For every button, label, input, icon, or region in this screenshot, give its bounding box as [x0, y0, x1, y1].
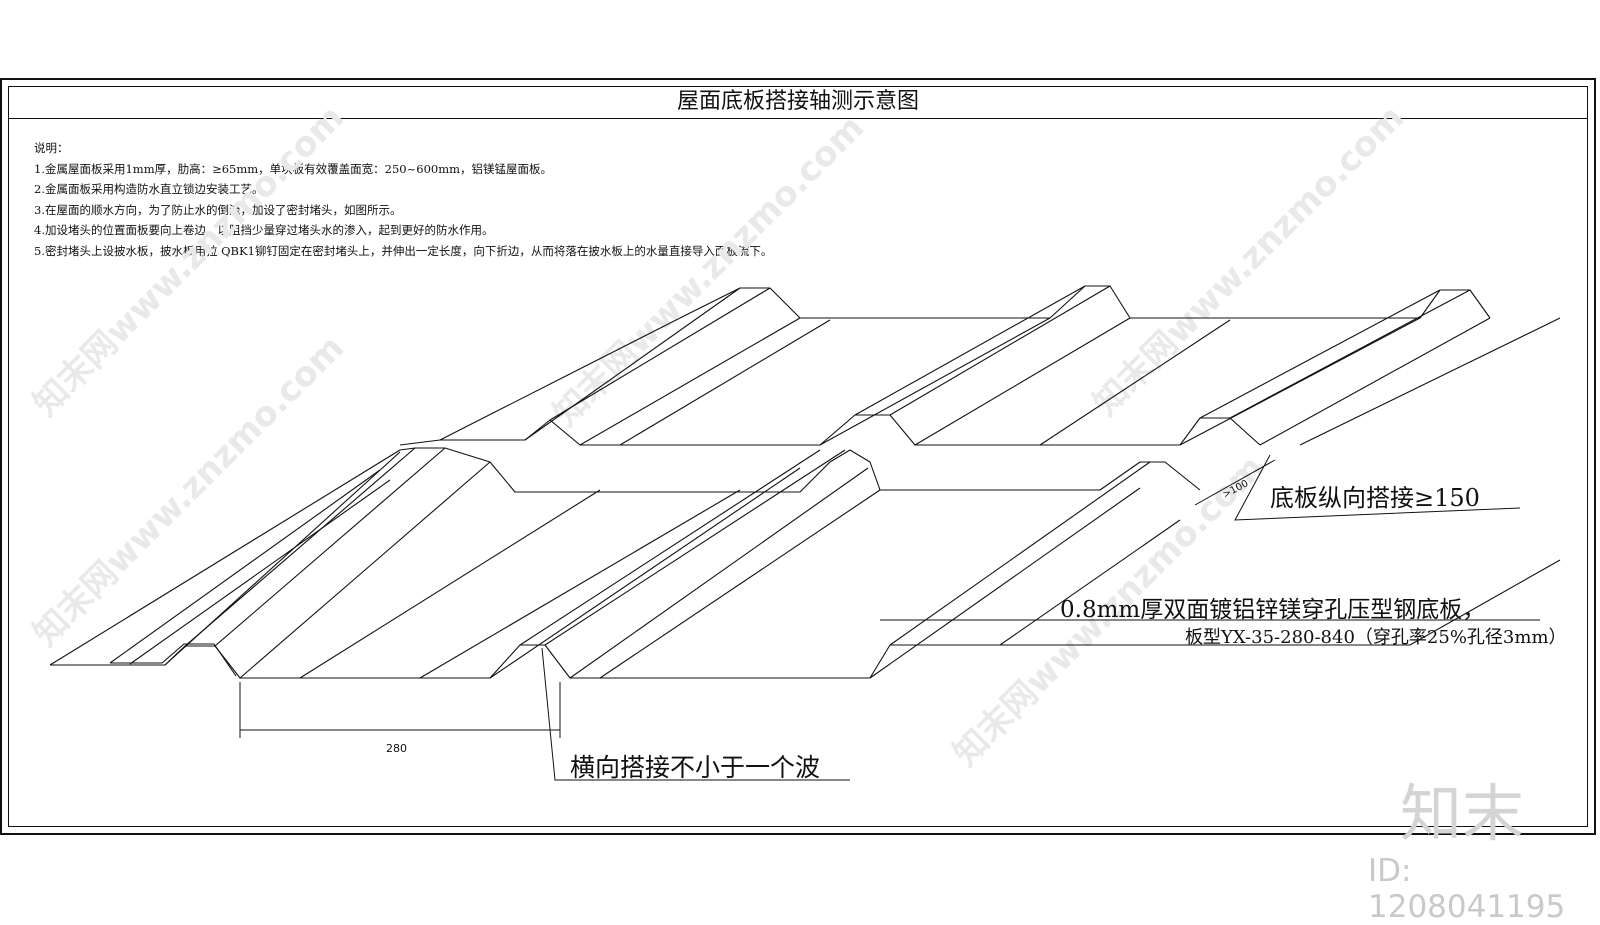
lower-rib-line	[544, 449, 846, 646]
upper-rib-line	[1409, 559, 1561, 646]
overlap-dim-line	[1194, 459, 1276, 506]
upper-rib-line	[854, 285, 1086, 416]
panel-spec-label: 0.8mm厚双面镀铝锌镁穿孔压型钢底板，	[1060, 597, 1486, 623]
note-item: 2.金属面板采用构造防水直立锁边安装工艺。	[34, 182, 264, 196]
lower-rib-line	[519, 449, 821, 646]
lower-rib-line	[239, 461, 491, 679]
upper-rib-line	[619, 319, 831, 446]
lower-rib-line	[569, 467, 869, 679]
upper-rib-line	[914, 317, 1131, 446]
lower-rib-line	[214, 447, 446, 647]
drawing-title: 屋面底板搭接轴测示意图	[676, 89, 919, 114]
leader-transverse	[541, 647, 850, 781]
upper-rib-line	[1199, 289, 1441, 419]
lower-panel-front-profile-inner	[110, 643, 237, 677]
note-item: 4.加设堵头的位置面板要向上卷边，以阻挡少量穿过堵头水的渗入，起到更好的防水作用…	[34, 223, 494, 237]
lower-rib-line	[419, 489, 741, 679]
notes-block: 说明： 1.金属屋面板采用1mm厚，肋高：≥65mm，单块板有效覆盖面宽：250…	[34, 138, 772, 261]
upper-rib-line	[1259, 317, 1491, 446]
notes-heading: 说明：	[34, 141, 69, 155]
upper-rib-line	[1229, 289, 1471, 419]
upper-rib-line	[1299, 317, 1561, 446]
upper-rib-line	[439, 317, 681, 441]
panel-type-label: 板型YX-35-280-840（穿孔率25%孔径3mm）	[1185, 627, 1567, 648]
outer-frame	[0, 78, 1596, 835]
width-dimension-label: 280	[386, 742, 407, 755]
upper-rib-line	[1039, 319, 1231, 446]
lower-rib-line	[109, 469, 381, 664]
title-divider	[8, 118, 1588, 119]
note-item: 1.金属屋面板采用1mm厚，肋高：≥65mm，单块板有效覆盖面宽：250~600…	[34, 161, 553, 176]
lower-rib-line	[869, 487, 1141, 679]
leader-longitudinal	[1234, 454, 1521, 521]
lower-rib-line	[49, 449, 401, 666]
upper-rib-line	[579, 317, 801, 446]
longitudinal-overlap-label: 底板纵向搭接≥150	[1270, 484, 1480, 512]
lower-panel-back-edge	[399, 447, 1201, 493]
lower-rib-line	[184, 447, 416, 647]
lower-panel-front-profile	[50, 644, 1410, 679]
inner-frame	[8, 86, 1588, 827]
watermark-logo: 知末	[1400, 777, 1525, 850]
note-item: 3.在屋面的顺水方向，为了防止水的倒流，加设了密封堵头，如图所示。	[34, 202, 402, 217]
upper-rib-line	[549, 287, 771, 421]
upper-rib-line	[524, 287, 741, 441]
transverse-overlap-label: 横向搭接不小于一个波	[570, 753, 821, 782]
note-item: 5.密封堵头上设披水板，披水板用拉 QBK1铆钉固定在密封堵头上，并伸出一定长度…	[34, 243, 773, 258]
lower-rib-line	[889, 461, 1151, 646]
lower-rib-line	[999, 519, 1181, 646]
lower-rib-line	[489, 467, 801, 679]
lower-rib-line	[599, 489, 881, 679]
upper-rib-line	[819, 317, 1051, 446]
lower-rib-line	[299, 489, 601, 679]
upper-panel-back-edge	[679, 285, 1491, 319]
upper-panel-front-profile	[399, 414, 1261, 446]
lower-rib-line	[129, 479, 391, 665]
watermark-id: ID: 1208041195	[1368, 853, 1566, 925]
upper-rib-line	[1179, 317, 1421, 446]
upper-rib-line	[889, 285, 1111, 416]
